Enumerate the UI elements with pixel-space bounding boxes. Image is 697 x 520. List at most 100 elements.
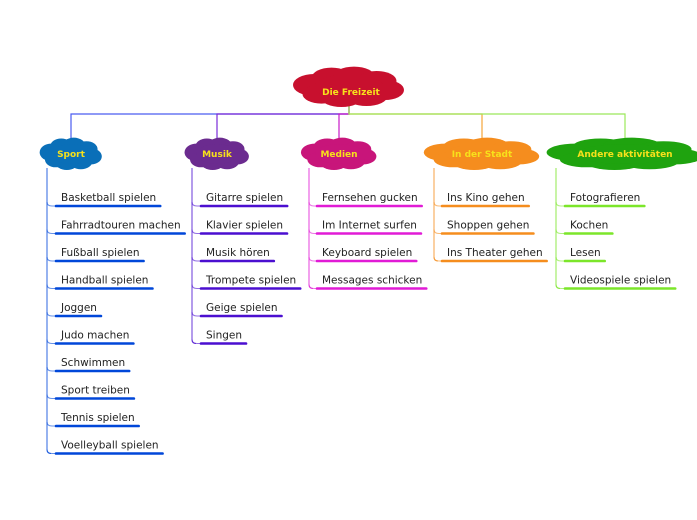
list-item[interactable]: Fahrradtouren machen (46, 220, 186, 235)
branch-cloud-sport (39, 137, 102, 170)
list-item[interactable]: Sport treiben (46, 385, 136, 400)
branch-cloud-musik (184, 137, 249, 170)
item-label: Schwimmen (61, 357, 125, 369)
central-cloud-shape (293, 66, 404, 107)
list-item[interactable]: Kochen (555, 220, 614, 235)
list-item[interactable]: Ins Kino gehen (433, 192, 530, 208)
trunk-sport (46, 168, 52, 455)
list-item[interactable]: Gitarre spielen (191, 192, 289, 208)
connector-lines (70, 103, 626, 140)
item-label: Fernsehen gucken (322, 192, 418, 204)
item-connector (308, 256, 317, 262)
connector-sport (70, 103, 350, 140)
item-label: Fahrradtouren machen (61, 220, 181, 232)
list-item[interactable]: Klavier spielen (191, 220, 289, 235)
item-connector (46, 394, 56, 399)
item-connector (46, 229, 56, 234)
item-connector (433, 256, 442, 262)
branch-cloud-medien (300, 137, 377, 170)
item-label: Basketball spielen (61, 192, 156, 204)
list-item[interactable]: Handball spielen (46, 275, 154, 290)
item-label: Geige spielen (206, 302, 278, 314)
list-item[interactable]: Fußball spielen (46, 247, 145, 263)
item-label: Judo machen (60, 330, 129, 342)
trunk-in-der-stadt (433, 168, 439, 262)
list-item[interactable]: Videospiele spielen (555, 275, 677, 290)
item-connector (433, 201, 442, 207)
branch-cloud-in-der-stadt (423, 137, 540, 170)
list-item[interactable]: Schwimmen (46, 357, 131, 373)
item-label: Voelleyball spielen (61, 440, 159, 452)
item-connector (46, 256, 56, 262)
item-connector (191, 284, 201, 289)
item-connector (191, 256, 201, 262)
list-item[interactable]: Joggen (46, 302, 103, 318)
list-item[interactable]: Keyboard spielen (308, 247, 418, 263)
item-connector (46, 339, 56, 344)
item-connector (46, 201, 56, 207)
branch-label-sport: Sport (57, 150, 86, 160)
item-label: Shoppen gehen (447, 220, 529, 232)
branch-label-musik: Musik (202, 150, 233, 160)
item-connector (555, 256, 565, 262)
connector-medien (338, 103, 350, 140)
item-connector (555, 284, 565, 289)
connector-musik (216, 103, 350, 140)
list-item[interactable]: Fernsehen gucken (308, 192, 423, 208)
item-label: Gitarre spielen (206, 192, 283, 204)
list-item[interactable]: Ins Theater gehen (433, 247, 548, 263)
list-item[interactable]: Singen (191, 330, 248, 345)
list-item[interactable]: Musik hören (191, 247, 276, 263)
item-connector (191, 229, 201, 234)
list-item[interactable]: Trompete spielen (191, 275, 302, 290)
central-topic[interactable]: Die Freizeit (293, 66, 404, 107)
item-label: Im Internet surfen (322, 220, 417, 232)
branch-label-in-der-stadt: In der Stadt (452, 150, 513, 160)
item-label: Keyboard spielen (322, 247, 412, 259)
item-label: Tennis spielen (60, 412, 135, 424)
item-label: Fußball spielen (61, 247, 140, 259)
connector-in-der-stadt (348, 103, 483, 140)
item-connector (308, 229, 317, 234)
list-item[interactable]: Geige spielen (191, 302, 283, 318)
item-connector (191, 201, 201, 207)
branch-label-medien: Medien (320, 150, 357, 160)
item-connector (191, 311, 201, 317)
item-connector (191, 339, 201, 344)
item-connector (46, 449, 56, 454)
list-item[interactable]: Tennis spielen (46, 412, 140, 428)
item-label: Ins Kino gehen (447, 192, 525, 204)
item-connector (555, 201, 565, 207)
item-label: Handball spielen (61, 275, 148, 287)
list-item[interactable]: Messages schicken (308, 275, 428, 290)
item-connector (308, 201, 317, 207)
item-label: Trompete spielen (205, 275, 296, 287)
list-item[interactable]: Fotografieren (555, 192, 646, 208)
list-item[interactable]: Shoppen gehen (433, 220, 535, 235)
item-label: Ins Theater gehen (447, 247, 543, 259)
branch-cloud-andere-aktivit-ten (546, 137, 697, 170)
item-connector (46, 284, 56, 289)
item-connector (46, 421, 56, 427)
item-label: Videospiele spielen (570, 275, 671, 287)
item-label: Musik hören (206, 247, 270, 259)
trunk-musik (191, 168, 197, 345)
list-item[interactable]: Judo machen (46, 330, 135, 345)
list-item[interactable]: Basketball spielen (46, 192, 162, 208)
item-connector (308, 284, 317, 289)
central-topic-label: Die Freizeit (322, 88, 380, 98)
trunk-medien (308, 168, 314, 290)
item-label: Lesen (570, 247, 601, 259)
branch-andere-aktivit-ten[interactable]: Andere aktivitätenFotografierenKochenLes… (546, 137, 697, 290)
list-item[interactable]: Voelleyball spielen (46, 440, 164, 455)
item-label: Singen (206, 330, 242, 342)
trunk-andere-aktivit-ten (555, 168, 561, 290)
list-item[interactable]: Im Internet surfen (308, 220, 423, 235)
list-item[interactable]: Lesen (555, 247, 607, 263)
